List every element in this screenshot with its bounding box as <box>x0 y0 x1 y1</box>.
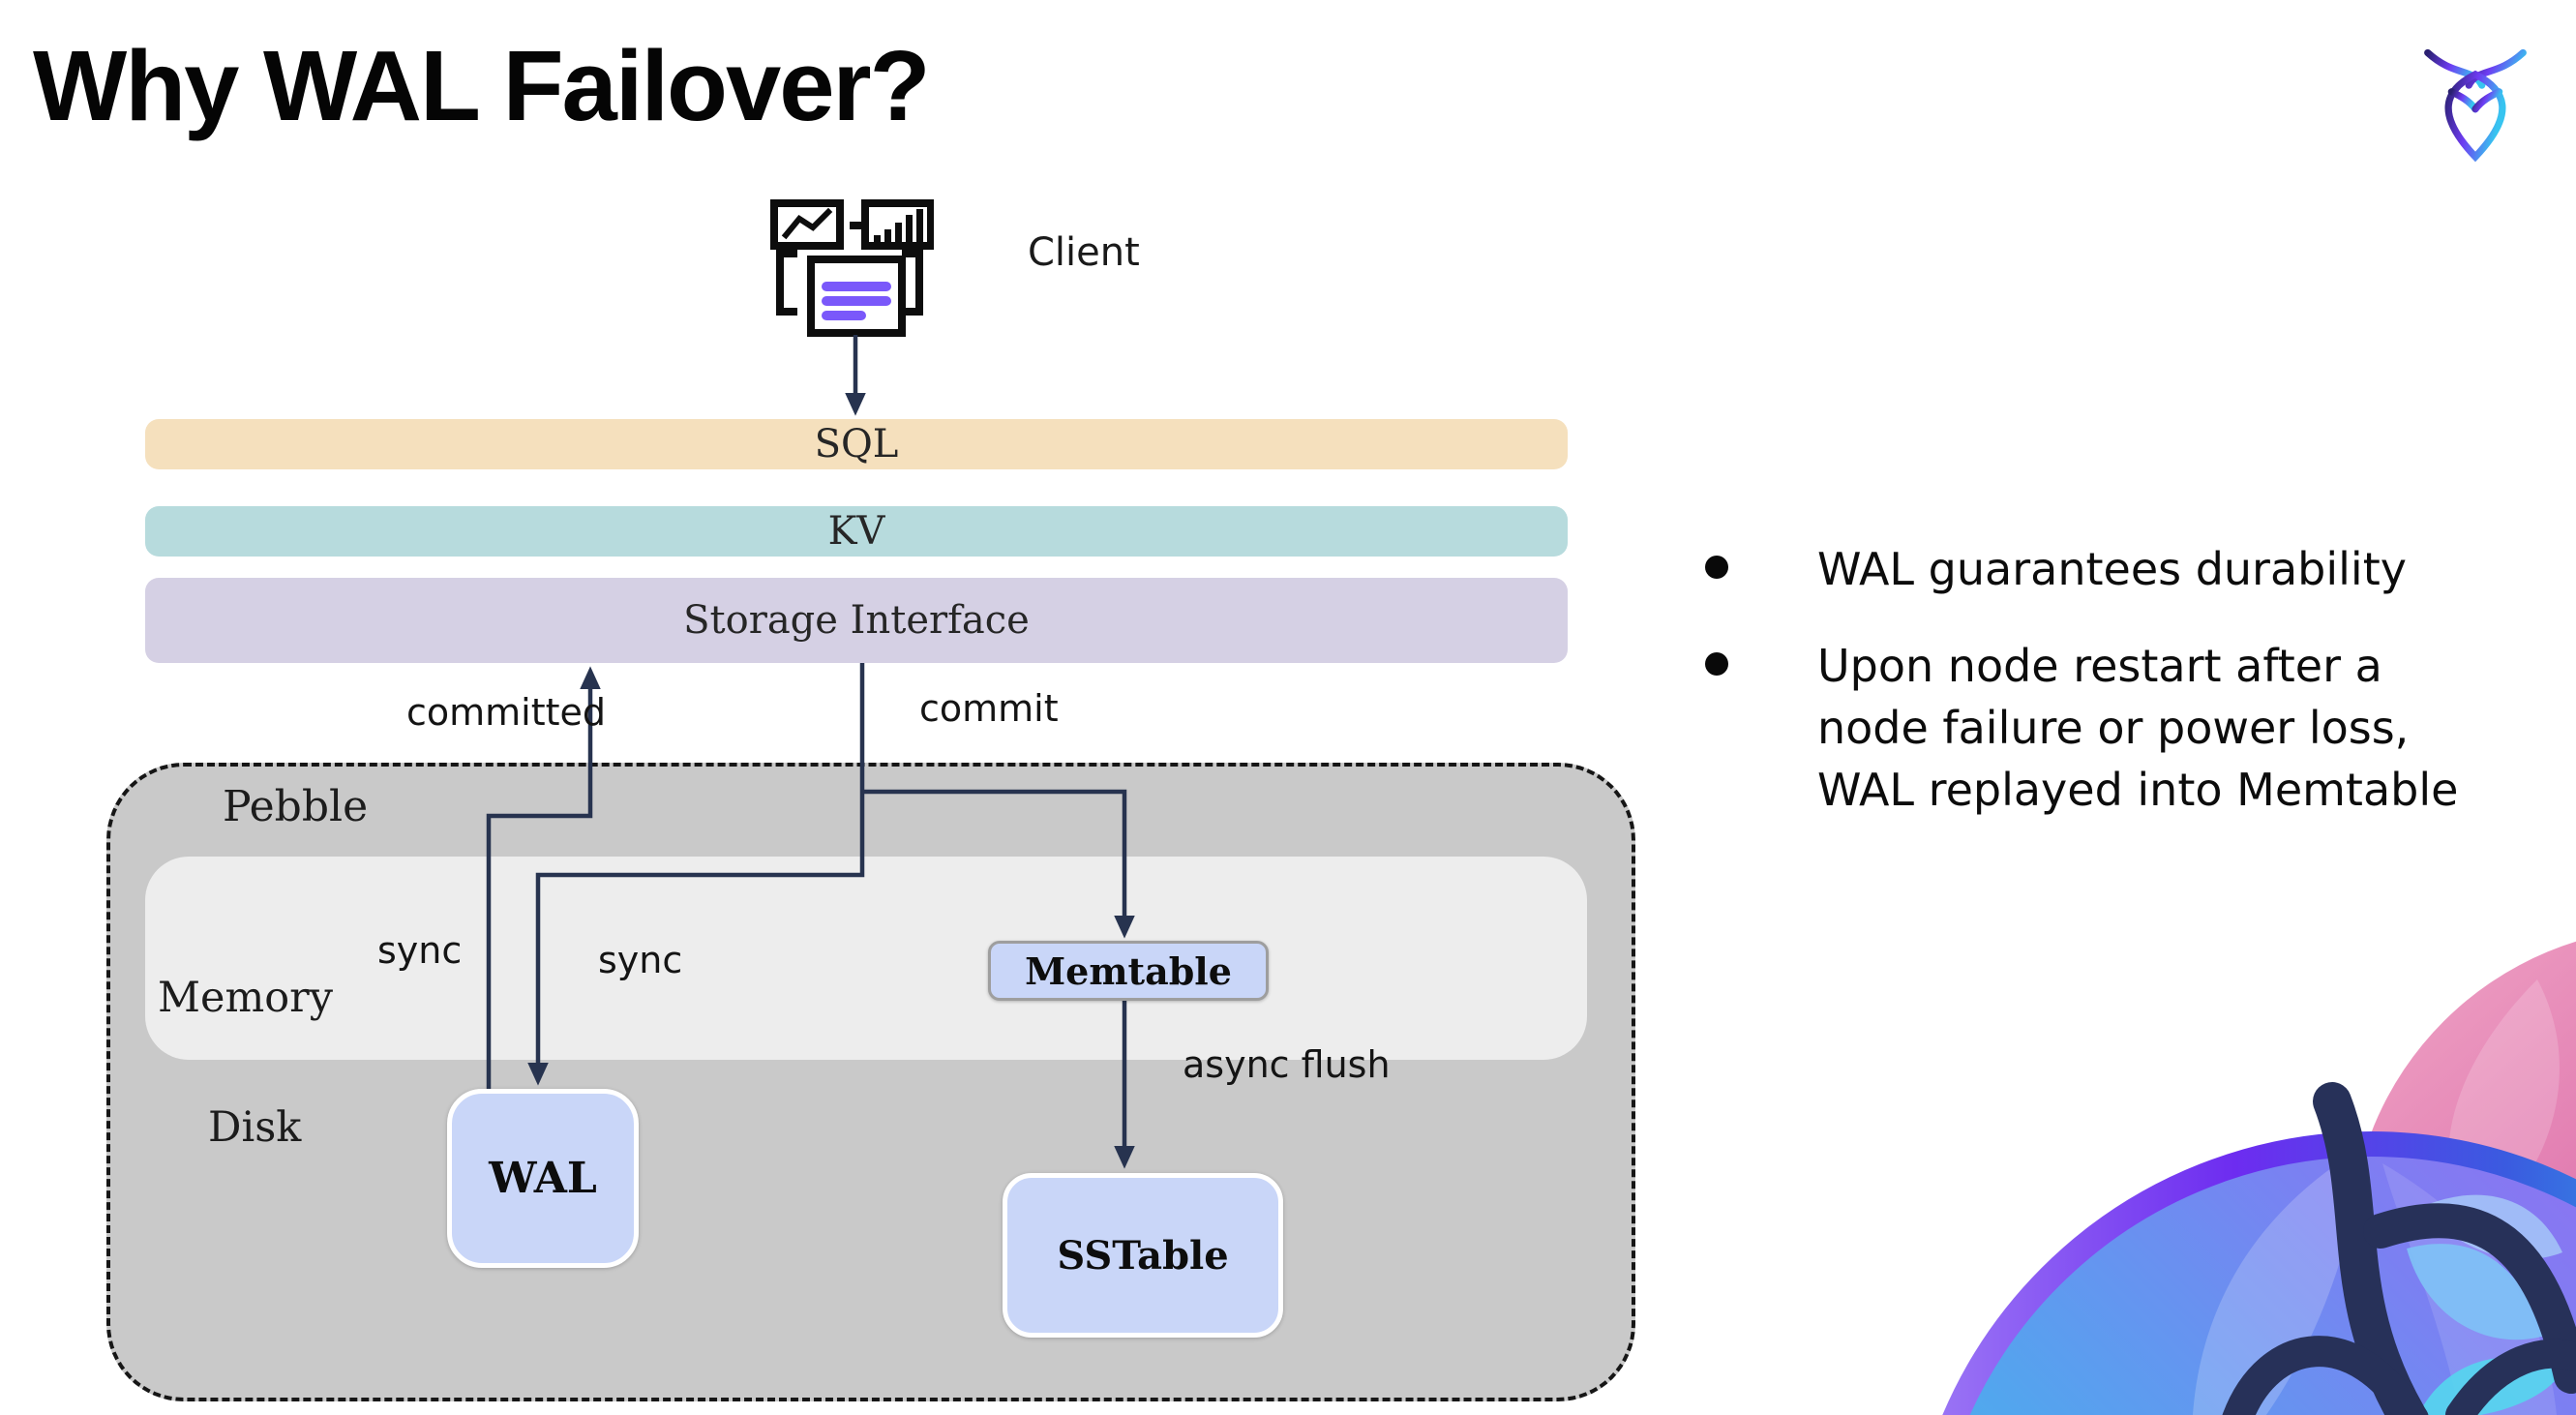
page-title: Why WAL Failover? <box>33 30 931 141</box>
bullet-list: WAL guarantees durability Upon node rest… <box>1705 538 2499 856</box>
list-item: WAL guarantees durability <box>1705 538 2499 600</box>
list-item: Upon node restart after a node failure o… <box>1705 635 2499 821</box>
sstable-label: SSTable <box>1057 1232 1229 1279</box>
bullet-2-line-2: node failure or power loss, <box>1817 702 2410 754</box>
node-memtable: Memtable <box>988 941 1269 1001</box>
bullet-dot-icon <box>1705 652 1728 676</box>
layer-sql-label: SQL <box>814 422 899 467</box>
client-label: Client <box>1028 230 1140 275</box>
edge-label-async-flush: async flush <box>1183 1043 1391 1086</box>
edge-label-sync-right: sync <box>598 939 683 981</box>
edge-label-committed: committed <box>406 691 607 734</box>
node-sstable: SSTable <box>1003 1173 1283 1338</box>
memory-region <box>145 857 1587 1060</box>
cockroachdb-logo-icon <box>2424 48 2527 163</box>
brand-art-decoration <box>1942 941 2576 1415</box>
layer-kv-label: KV <box>827 509 885 554</box>
memtable-label: Memtable <box>1025 948 1232 993</box>
layer-storage-interface: Storage Interface <box>145 578 1568 663</box>
layer-kv: KV <box>145 506 1568 557</box>
edge-label-sync-left: sync <box>377 929 463 972</box>
pebble-label: Pebble <box>223 782 369 831</box>
bullet-2-line-1: Upon node restart after a <box>1817 640 2382 692</box>
layer-sql: SQL <box>145 419 1568 469</box>
bullet-dot-icon <box>1705 556 1728 579</box>
wal-label: WAL <box>489 1154 597 1203</box>
bullet-2-line-3: WAL replayed into Memtable <box>1817 764 2459 816</box>
layer-storage-label: Storage Interface <box>683 598 1030 643</box>
edge-label-commit: commit <box>919 687 1059 730</box>
node-wal: WAL <box>447 1089 639 1268</box>
bullet-1-line-1: WAL guarantees durability <box>1817 543 2407 595</box>
memory-label: Memory <box>158 974 333 1022</box>
client-terminal-icon <box>770 199 934 337</box>
disk-label: Disk <box>208 1103 302 1152</box>
